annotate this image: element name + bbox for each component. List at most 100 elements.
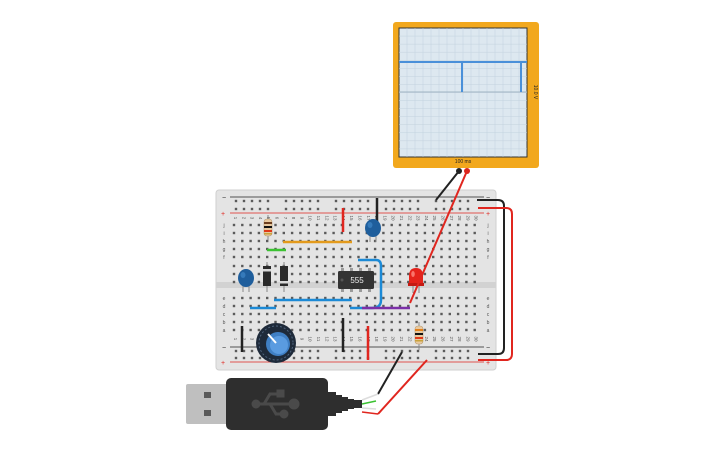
breadboard-hole[interactable] [299, 223, 302, 227]
breadboard-hole[interactable] [282, 255, 285, 259]
breadboard-hole[interactable] [448, 264, 451, 268]
breadboard-hole[interactable] [473, 312, 476, 316]
breadboard-hole[interactable] [415, 320, 418, 324]
breadboard-hole[interactable] [373, 312, 377, 316]
breadboard-hole[interactable] [232, 255, 236, 259]
rail-hole[interactable] [308, 349, 312, 353]
breadboard-hole[interactable] [290, 255, 294, 259]
breadboard-hole[interactable] [456, 264, 460, 268]
breadboard-hole[interactable] [232, 296, 236, 300]
breadboard-hole[interactable] [257, 223, 261, 227]
breadboard-hole[interactable] [373, 280, 377, 284]
breadboard-hole[interactable] [241, 296, 244, 300]
rail-hole[interactable] [334, 207, 338, 211]
breadboard-hole[interactable] [290, 296, 294, 300]
breadboard-hole[interactable] [398, 239, 402, 243]
breadboard-hole[interactable] [299, 272, 302, 276]
breadboard-hole[interactable] [257, 296, 261, 300]
breadboard-hole[interactable] [390, 328, 393, 332]
breadboard-hole[interactable] [382, 312, 385, 316]
breadboard-hole[interactable] [440, 296, 443, 300]
breadboard-hole[interactable] [390, 296, 393, 300]
rail-hole[interactable] [434, 207, 438, 211]
breadboard-hole[interactable] [324, 223, 327, 227]
rail-hole[interactable] [292, 199, 296, 203]
rail-hole[interactable] [316, 356, 320, 360]
breadboard-hole[interactable] [432, 304, 435, 308]
breadboard-hole[interactable] [398, 264, 402, 268]
breadboard-hole[interactable] [299, 304, 302, 308]
rail-hole[interactable] [466, 207, 470, 211]
breadboard-hole[interactable] [340, 231, 344, 235]
breadboard-hole[interactable] [448, 312, 451, 316]
breadboard-hole[interactable] [249, 312, 252, 316]
breadboard-hole[interactable] [448, 231, 451, 235]
rail-hole[interactable] [242, 356, 246, 360]
diode-2[interactable] [280, 262, 288, 292]
breadboard-hole[interactable] [415, 239, 418, 243]
breadboard-hole[interactable] [423, 328, 427, 332]
rail-hole[interactable] [384, 199, 388, 203]
rail-hole[interactable] [392, 207, 396, 211]
breadboard-hole[interactable] [390, 320, 393, 324]
breadboard-hole[interactable] [407, 312, 410, 316]
breadboard-hole[interactable] [456, 272, 460, 276]
breadboard-hole[interactable] [307, 223, 310, 227]
breadboard-hole[interactable] [423, 223, 427, 227]
breadboard-hole[interactable] [465, 312, 468, 316]
breadboard-hole[interactable] [257, 280, 261, 284]
breadboard-hole[interactable] [373, 328, 377, 332]
breadboard-hole[interactable] [332, 247, 335, 251]
breadboard-hole[interactable] [448, 272, 451, 276]
rail-hole[interactable] [308, 199, 312, 203]
breadboard-hole[interactable] [398, 296, 402, 300]
breadboard-hole[interactable] [315, 223, 319, 227]
breadboard-hole[interactable] [390, 312, 393, 316]
breadboard-hole[interactable] [473, 223, 476, 227]
breadboard-hole[interactable] [307, 320, 310, 324]
breadboard-hole[interactable] [274, 272, 277, 276]
breadboard-hole[interactable] [448, 239, 451, 243]
breadboard-hole[interactable] [382, 247, 385, 251]
breadboard-hole[interactable] [456, 280, 460, 284]
breadboard-hole[interactable] [282, 312, 285, 316]
capacitor-top[interactable] [365, 219, 381, 242]
breadboard-hole[interactable] [290, 312, 294, 316]
breadboard-hole[interactable] [357, 247, 360, 251]
breadboard-hole[interactable] [324, 255, 327, 259]
rail-hole[interactable] [392, 349, 396, 353]
rail-hole[interactable] [292, 207, 296, 211]
breadboard-hole[interactable] [465, 231, 468, 235]
rail-hole[interactable] [458, 349, 462, 353]
breadboard-hole[interactable] [373, 320, 377, 324]
breadboard-hole[interactable] [456, 320, 460, 324]
breadboard-hole[interactable] [465, 304, 468, 308]
breadboard-hole[interactable] [423, 296, 427, 300]
breadboard-hole[interactable] [448, 280, 451, 284]
rail-hole[interactable] [400, 199, 404, 203]
breadboard-hole[interactable] [232, 312, 236, 316]
breadboard-hole[interactable] [315, 304, 319, 308]
rail-hole[interactable] [234, 349, 238, 353]
rail-hole[interactable] [242, 207, 246, 211]
breadboard-hole[interactable] [324, 280, 327, 284]
breadboard-hole[interactable] [440, 280, 443, 284]
rail-hole[interactable] [300, 349, 304, 353]
breadboard-hole[interactable] [415, 247, 418, 251]
rail-hole[interactable] [400, 356, 404, 360]
breadboard-hole[interactable] [307, 304, 310, 308]
breadboard-hole[interactable] [307, 255, 310, 259]
breadboard-hole[interactable] [299, 231, 302, 235]
rail-hole[interactable] [442, 349, 446, 353]
rail-hole[interactable] [258, 356, 262, 360]
breadboard-hole[interactable] [473, 272, 476, 276]
breadboard-hole[interactable] [274, 304, 277, 308]
rail-hole[interactable] [342, 356, 346, 360]
breadboard-hole[interactable] [357, 223, 360, 227]
external-wires[interactable] [361, 170, 513, 415]
breadboard-hole[interactable] [448, 296, 451, 300]
breadboard-hole[interactable] [398, 328, 402, 332]
breadboard-hole[interactable] [390, 247, 393, 251]
breadboard-hole[interactable] [357, 320, 360, 324]
breadboard-hole[interactable] [332, 328, 335, 332]
